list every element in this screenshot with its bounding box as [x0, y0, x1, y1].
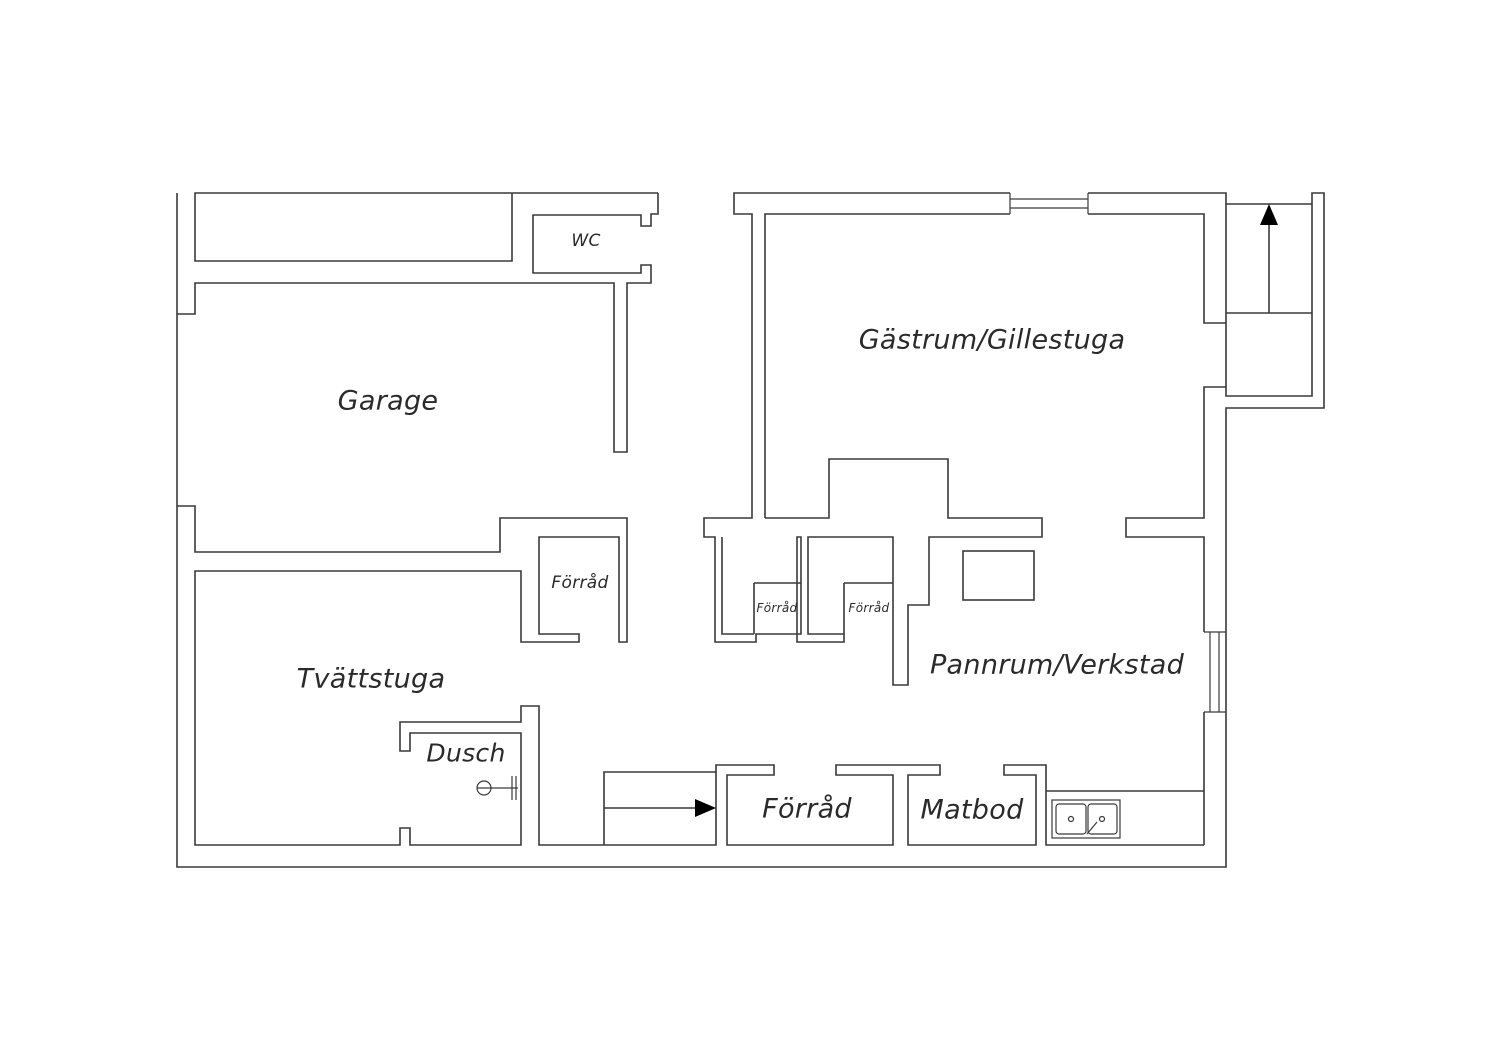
inner-wall-bottom	[177, 505, 1204, 846]
sink-icon	[1051, 799, 1121, 839]
window-top	[1009, 193, 1089, 214]
arrow-right-icon	[695, 799, 716, 817]
stair-bottom	[603, 771, 716, 845]
garage-wc-walls	[177, 193, 659, 453]
room-label-gastrum: Gästrum/Gillestuga	[858, 324, 1126, 356]
room-label-forrad-left: Förråd	[551, 573, 609, 593]
window-right	[1204, 631, 1226, 713]
room-label-wc: WC	[571, 231, 601, 251]
room-label-dusch: Dusch	[426, 738, 506, 768]
room-label-forrad-bottom: Förråd	[762, 793, 852, 825]
shower-icon	[476, 776, 518, 800]
room-label-tvattstuga: Tvättstuga	[296, 663, 446, 695]
outer-wall	[176, 192, 1325, 868]
gastrum-walls	[721, 213, 1226, 845]
room-label-forrad-mid1: Förråd	[756, 601, 798, 615]
room-label-matbod: Matbod	[920, 794, 1024, 826]
room-label-pannrum: Pannrum/Verkstad	[929, 649, 1185, 681]
room-label-garage: Garage	[337, 385, 439, 417]
room-label-forrad-mid2: Förråd	[848, 601, 890, 615]
boiler-box	[962, 550, 1035, 601]
forrad-mid-walls	[753, 582, 893, 634]
arrow-up-icon	[1260, 204, 1278, 225]
